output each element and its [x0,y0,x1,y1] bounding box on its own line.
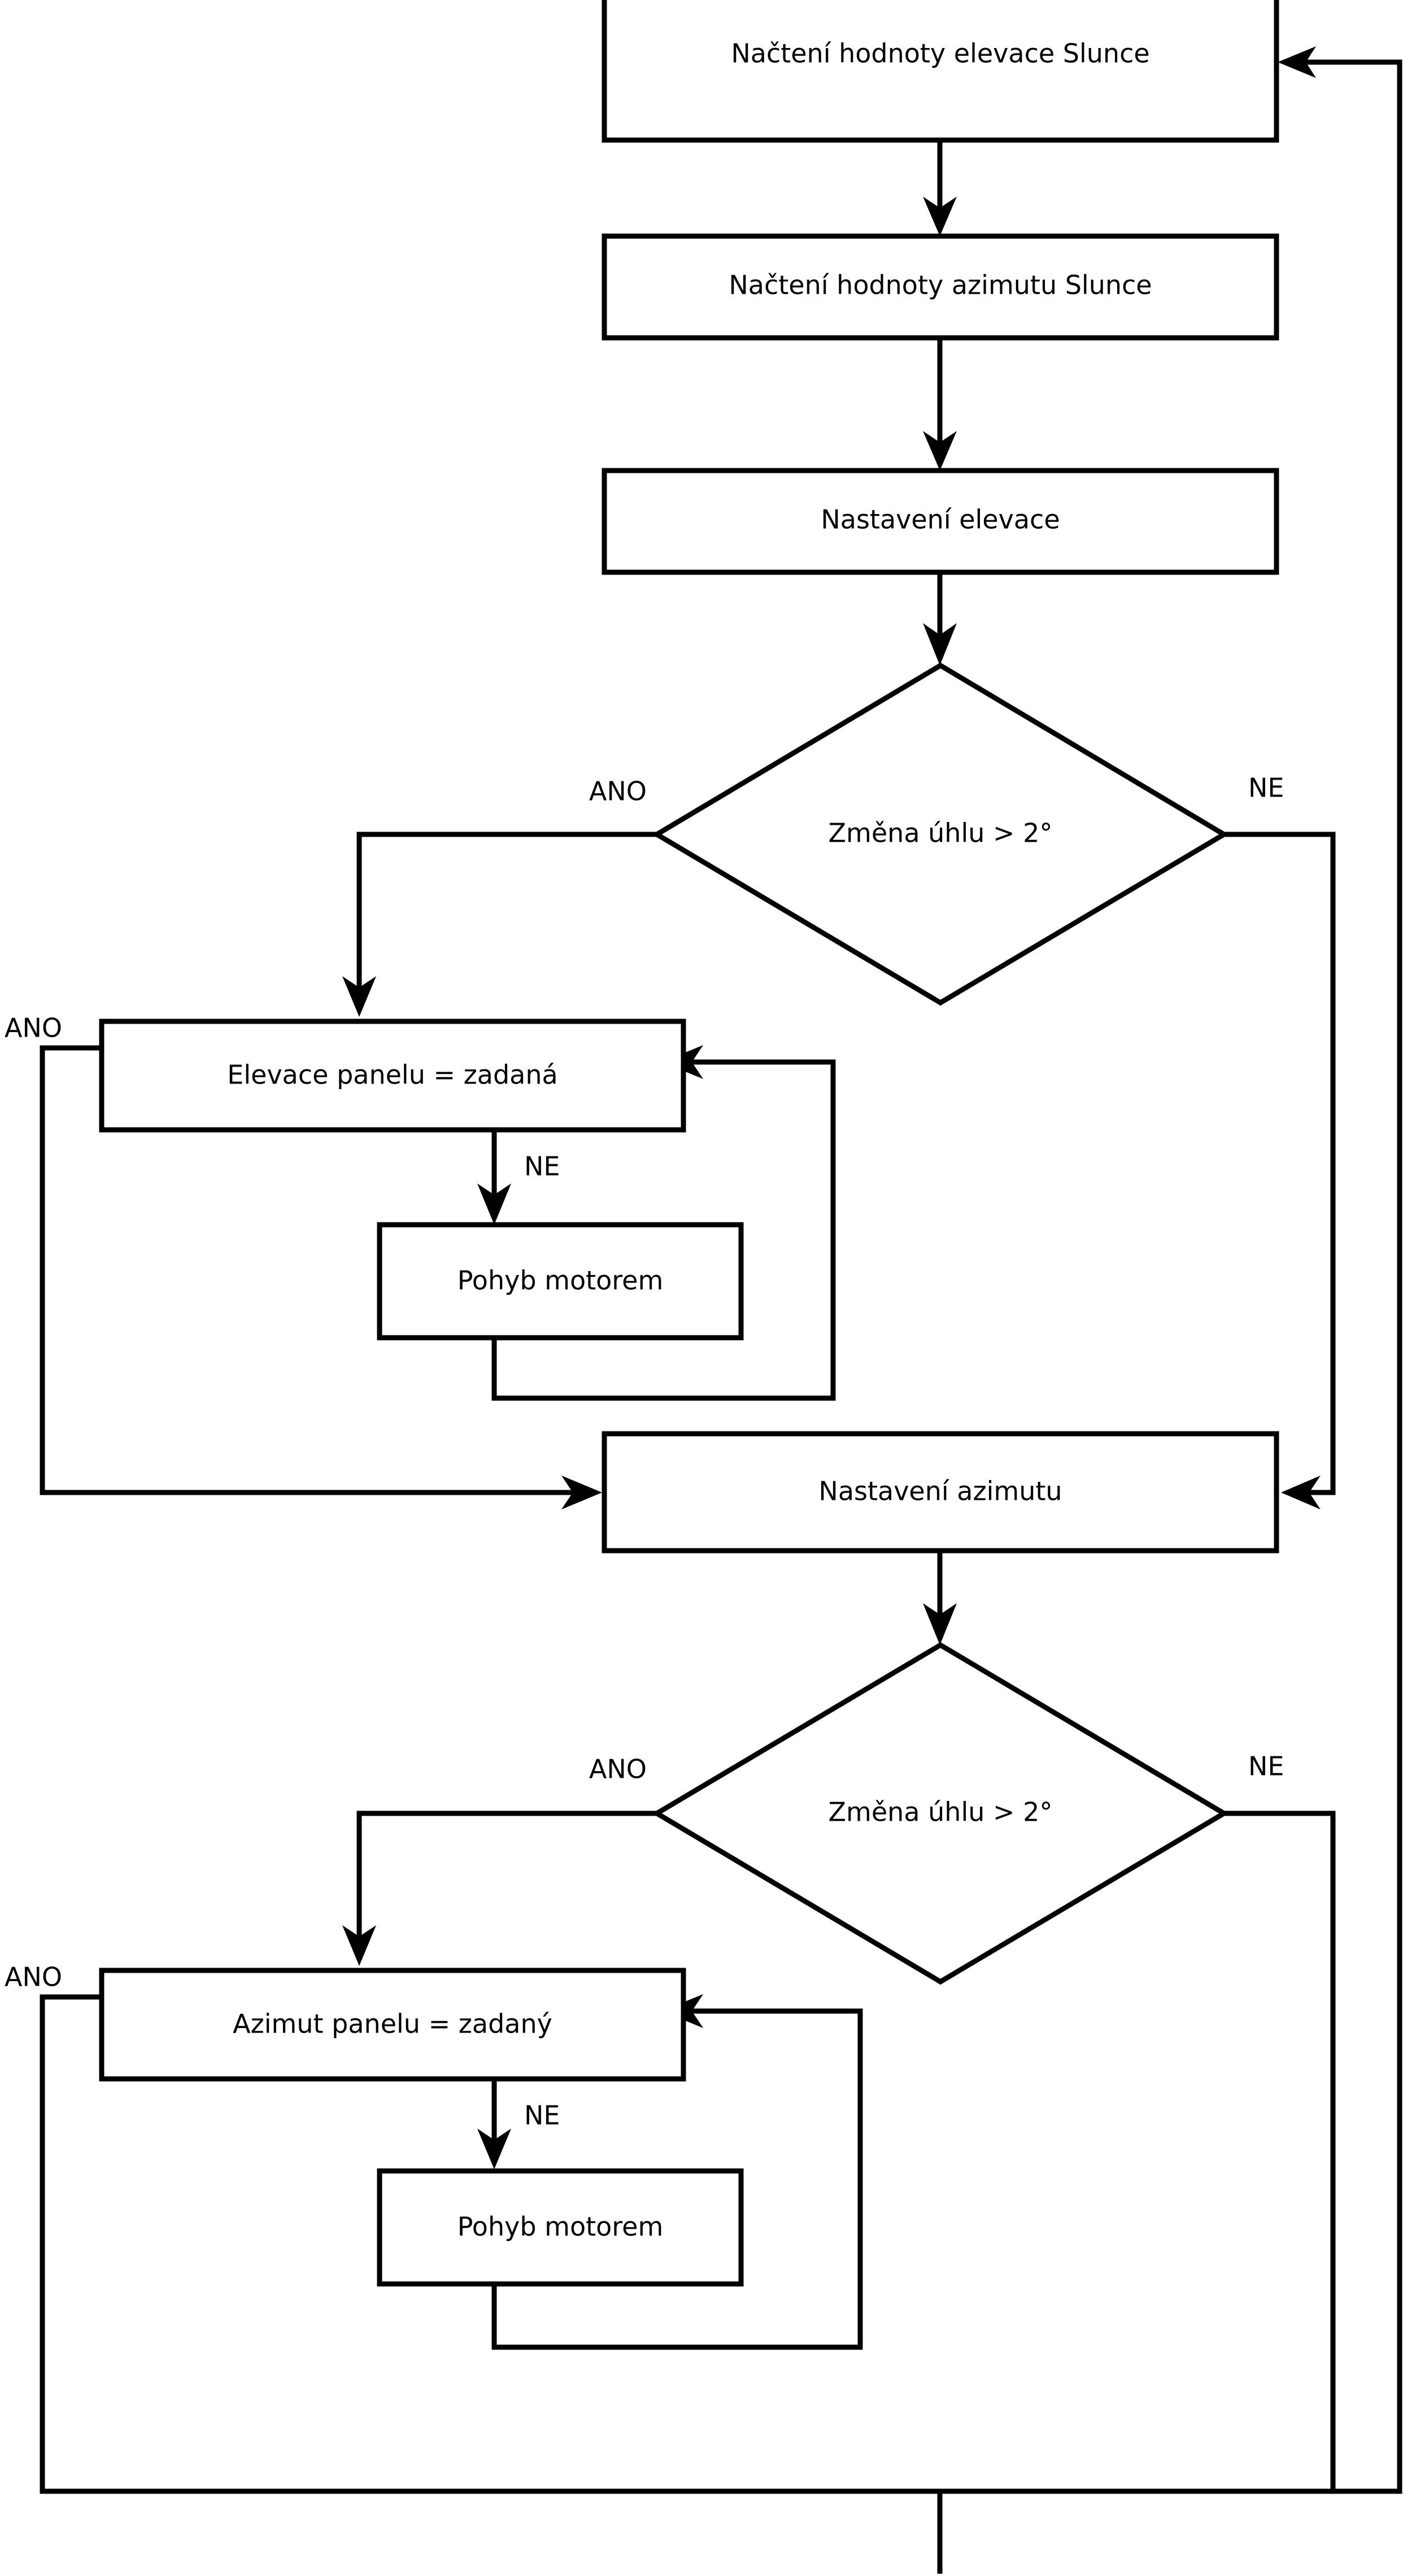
arrowhead-decision-elev-yes [342,976,376,1017]
connector-decision-elev-no [1224,832,1336,1495]
node-decision-elevation-label: Změna úhlu > 2° [829,818,1053,848]
node-panel-elevation-check-label: Elevace panelu = zadaná [227,1060,557,1090]
node-motor-move-elevation-label: Pohyb motorem [457,1265,664,1296]
connector-decision-azim-no [1224,1811,1336,2491]
node-motor-move-elevation[interactable] [377,1222,744,1341]
arrowhead-global-return [1278,46,1316,78]
arrowhead-panel-azim-no [477,2129,511,2169]
node-panel-azimuth-check[interactable] [99,1968,686,2082]
node-read-elevation-label: Načtení hodnoty elevace Slunce [731,38,1149,69]
edge-label-decision-elevation-no: NE [1248,773,1284,803]
arrowhead-panel-elev-no [477,1183,511,1225]
node-panel-azimuth-check-label: Azimut panelu = zadaný [233,2009,552,2039]
node-set-elevation-label: Nastavení elevace [821,504,1060,535]
node-decision-elevation[interactable] [652,662,1229,1006]
node-decision-azimuth-label: Změna úhlu > 2° [829,1797,1053,1827]
connector-decision-elev-yes [356,832,657,994]
arrowhead-panel-elev-yes [561,1476,602,1509]
node-set-elevation[interactable] [602,468,1279,575]
connector-motor-elev-loop [491,1059,836,1401]
edge-label-decision-azimuth-yes: ANO [589,1754,647,1785]
edge-label-panel-elevation-no: NE [524,1151,560,1182]
node-read-azimuth[interactable] [602,233,1279,341]
connector-panel-azim-yes [40,1994,940,2494]
arrowhead-set-elev-to-decision [923,623,957,665]
edge-label-panel-azimuth-no: NE [524,2100,560,2131]
edge-label-panel-elevation-yes: ANO [5,1013,62,1043]
edge-label-panel-azimuth-yes: ANO [5,1962,62,1992]
node-decision-azimuth[interactable] [652,1642,1229,1985]
connector-motor-azim-loop [491,2008,863,2350]
arrowhead-set-azim-to-decision [923,1603,957,1645]
node-set-azimuth[interactable] [602,1431,1279,1554]
node-set-azimuth-label: Nastavení azimutu [818,1476,1062,1507]
edge-label-decision-elevation-yes: ANO [589,776,647,807]
arrowhead-decision-elev-no [1281,1476,1321,1509]
node-panel-elevation-check[interactable] [99,1019,686,1133]
node-read-azimuth-label: Načtení hodnoty azimutu Slunce [729,270,1152,301]
node-motor-move-azimuth[interactable] [377,2168,744,2287]
connector-decision-azim-yes [356,1811,657,1943]
arrowhead-read-elev-to-read-azim [923,197,957,236]
node-read-elevation[interactable] [602,0,1279,143]
arrowhead-read-azim-to-set-elev [923,431,957,471]
edge-label-decision-azimuth-no: NE [1248,1751,1284,1782]
node-motor-move-azimuth-label: Pohyb motorem [457,2212,664,2242]
arrowhead-decision-azim-yes [342,1925,376,1966]
connector-panel-elev-yes [40,1045,582,1495]
